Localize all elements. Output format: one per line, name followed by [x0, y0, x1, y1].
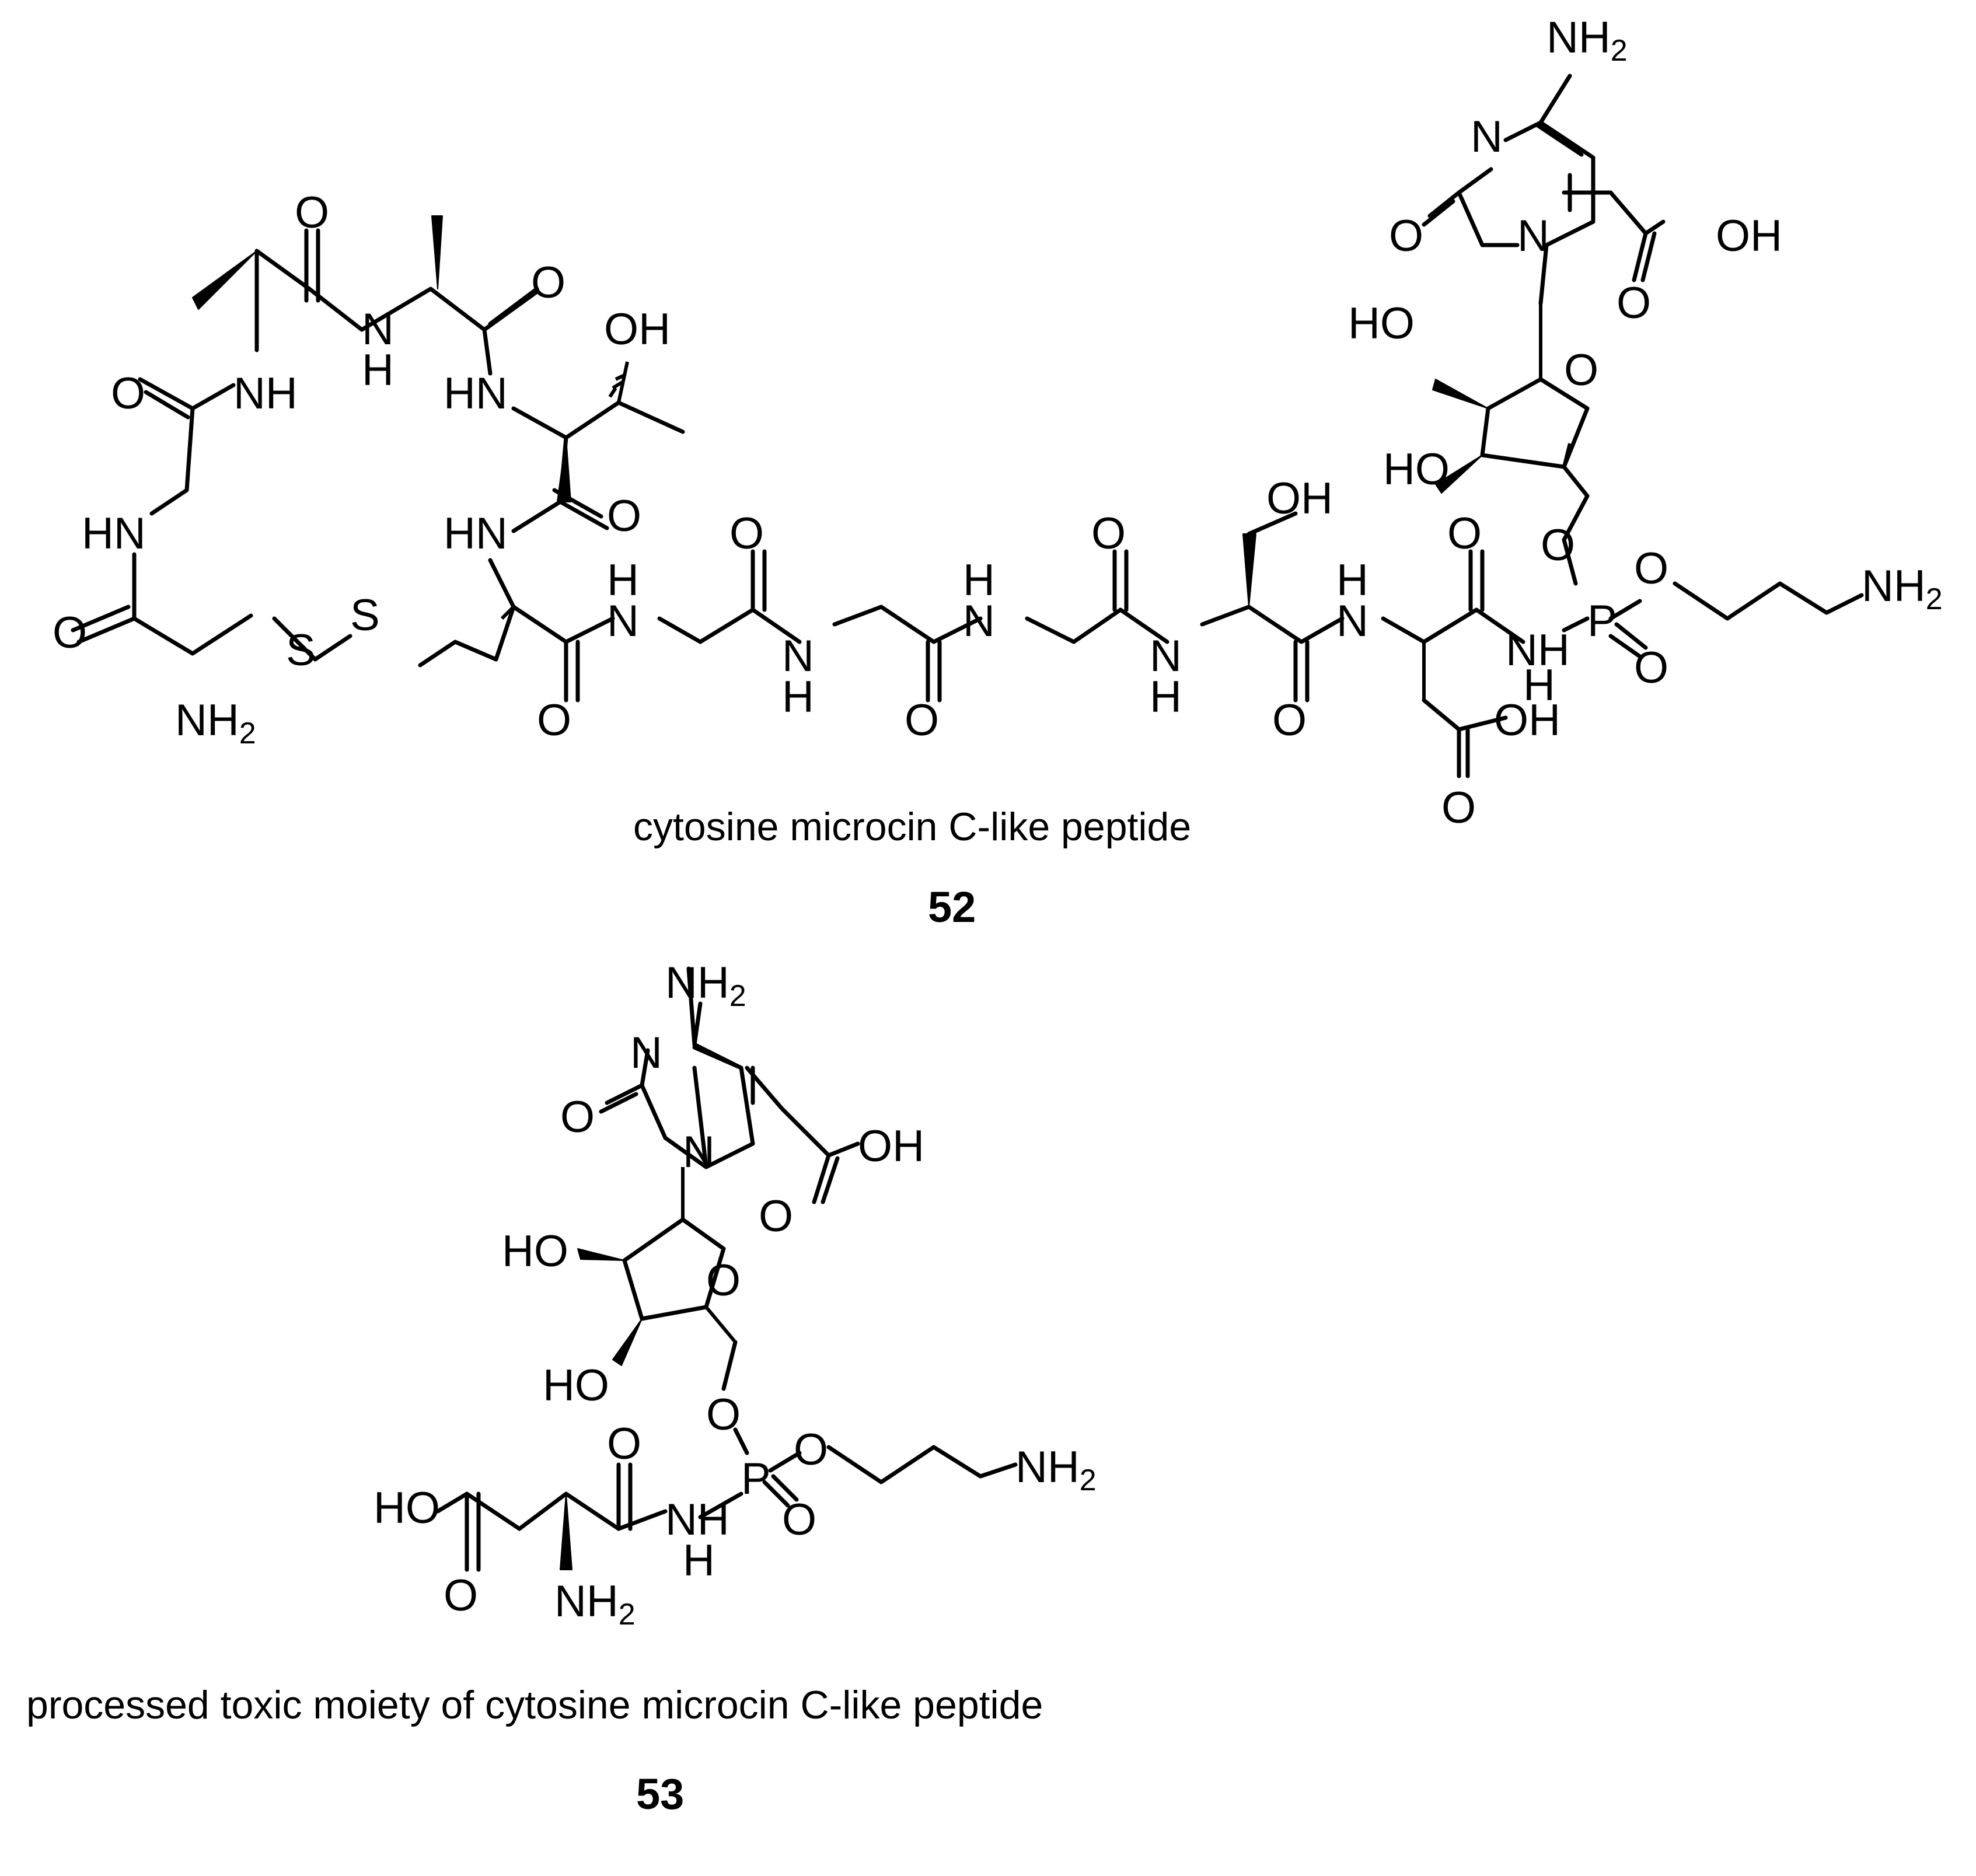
atom-O-ring-1: O — [295, 188, 329, 237]
atom-NH2-asp-53: NH2 — [554, 1577, 636, 1632]
atom-HN-ring-5: HN — [82, 509, 146, 558]
atom-O-P-double-53: O — [782, 1495, 816, 1545]
atom-OH-asp: OH — [1494, 696, 1560, 745]
atom-H-ring-1: H — [362, 345, 394, 395]
atom-O-cytosine: O — [1389, 211, 1423, 261]
atom-N-gly-1: N — [607, 596, 639, 646]
atom-S-1: S — [286, 626, 316, 675]
atom-N1-cytosine: N — [1517, 211, 1549, 261]
atom-O-gly-4: O — [1091, 509, 1126, 558]
atom-O-ring-4: O — [607, 491, 641, 541]
atom-O-carboxymethyl-53: O — [759, 1192, 793, 1241]
atom-NH-P: NH — [1506, 626, 1570, 675]
atom-NH2-cys: NH2 — [175, 696, 256, 750]
atom-HO-ribose-2: HO — [1383, 445, 1450, 494]
atom-H-gly-1: H — [607, 556, 639, 605]
atom-P: P — [1587, 596, 1617, 646]
atom-N1-cytosine-53: N — [683, 1127, 715, 1177]
atom-O-gly-2: O — [729, 509, 764, 558]
atom-O-asp-53: O — [607, 1419, 641, 1469]
atom-O-cys: O — [53, 608, 87, 658]
atom-NH2-aminopropyl: NH2 — [1862, 561, 1943, 616]
atom-OH-threonine: OH — [604, 305, 671, 354]
atom-O-ribose: O — [1564, 345, 1598, 395]
atom-NH2-cytosine: NH2 — [1546, 13, 1628, 68]
atom-O-carboxymethyl: O — [1617, 278, 1651, 328]
atom-O-P-ribose-53: O — [706, 1390, 741, 1440]
atom-O-P-ribose: O — [1541, 520, 1575, 570]
atom-N-ring-1: N — [362, 305, 394, 354]
atom-N-gly-2: N — [782, 631, 814, 681]
atom-HO-ribose-2-53: HO — [543, 1361, 609, 1410]
atom-P-53: P — [741, 1454, 771, 1504]
atom-N-ser: N — [1150, 631, 1182, 681]
atom-N-gly-3: N — [963, 596, 995, 646]
atom-O-ring-3: O — [111, 369, 145, 418]
atom-O-cytosine-53: O — [560, 1092, 595, 1142]
atom-NH-ring-3: NH — [233, 369, 298, 418]
label-compound-52: 52 — [928, 883, 976, 931]
atom-H-ser: H — [1150, 672, 1182, 722]
atom-OH-carboxymethyl-53: OH — [858, 1122, 924, 1171]
atom-O-gly-3: O — [905, 696, 939, 745]
atom-HN-ring-4: HN — [444, 369, 508, 418]
compound-52-structure: O N H O OH NH O HN HN HN O O S S NH2 N H… — [53, 13, 1943, 833]
atom-O-P-ester: O — [1634, 544, 1668, 593]
caption-compound-52: cytosine microcin C-like peptide — [633, 805, 1191, 849]
caption-compound-53: processed toxic moiety of cytosine micro… — [26, 1683, 1043, 1727]
atom-HO-ribose-1-53: HO — [502, 1227, 568, 1276]
atom-N3-cytosine: N — [1471, 112, 1503, 162]
atom-H-gly-2: H — [782, 672, 814, 722]
atom-O-ring-2: O — [531, 258, 565, 308]
atom-O-ser: O — [1272, 696, 1307, 745]
atom-NH2-aminopropyl-53: NH2 — [1015, 1442, 1097, 1497]
atom-O-asp: O — [1447, 509, 1482, 558]
atom-H-asp: H — [1336, 556, 1368, 605]
compound-53-structure: NH2 N O N OH O O HO HO O P O O NH2 NH H … — [373, 958, 1097, 1632]
atom-HN-ring-6: HN — [444, 509, 508, 558]
atom-O-P-double: O — [1634, 643, 1668, 693]
atom-O-gly-1: O — [537, 696, 571, 745]
atom-O-asp-2: O — [1441, 783, 1476, 833]
atom-O-ribose-53: O — [706, 1256, 741, 1305]
atom-NH-P-53: NH — [665, 1495, 729, 1545]
atom-H-gly-3: H — [963, 556, 995, 605]
atom-H-P: H — [1523, 661, 1555, 710]
atom-HO-ribose-1: HO — [1348, 299, 1415, 348]
atom-O-P-ester-53: O — [794, 1425, 828, 1475]
label-compound-53: 53 — [636, 1770, 684, 1818]
atom-HO-asp-53: HO — [373, 1483, 440, 1533]
atom-OH-carboxymethyl: OH — [1716, 211, 1782, 261]
atom-OH-ser: OH — [1266, 474, 1333, 523]
atom-O-asp-2-53: O — [444, 1571, 478, 1620]
atom-NH2-cytosine-53: NH2 — [665, 958, 746, 1013]
atom-N3-cytosine-53: N — [630, 1028, 662, 1078]
atom-S-2: S — [350, 591, 380, 640]
atom-H-P-53: H — [683, 1536, 715, 1585]
atom-N-asp: N — [1336, 596, 1368, 646]
